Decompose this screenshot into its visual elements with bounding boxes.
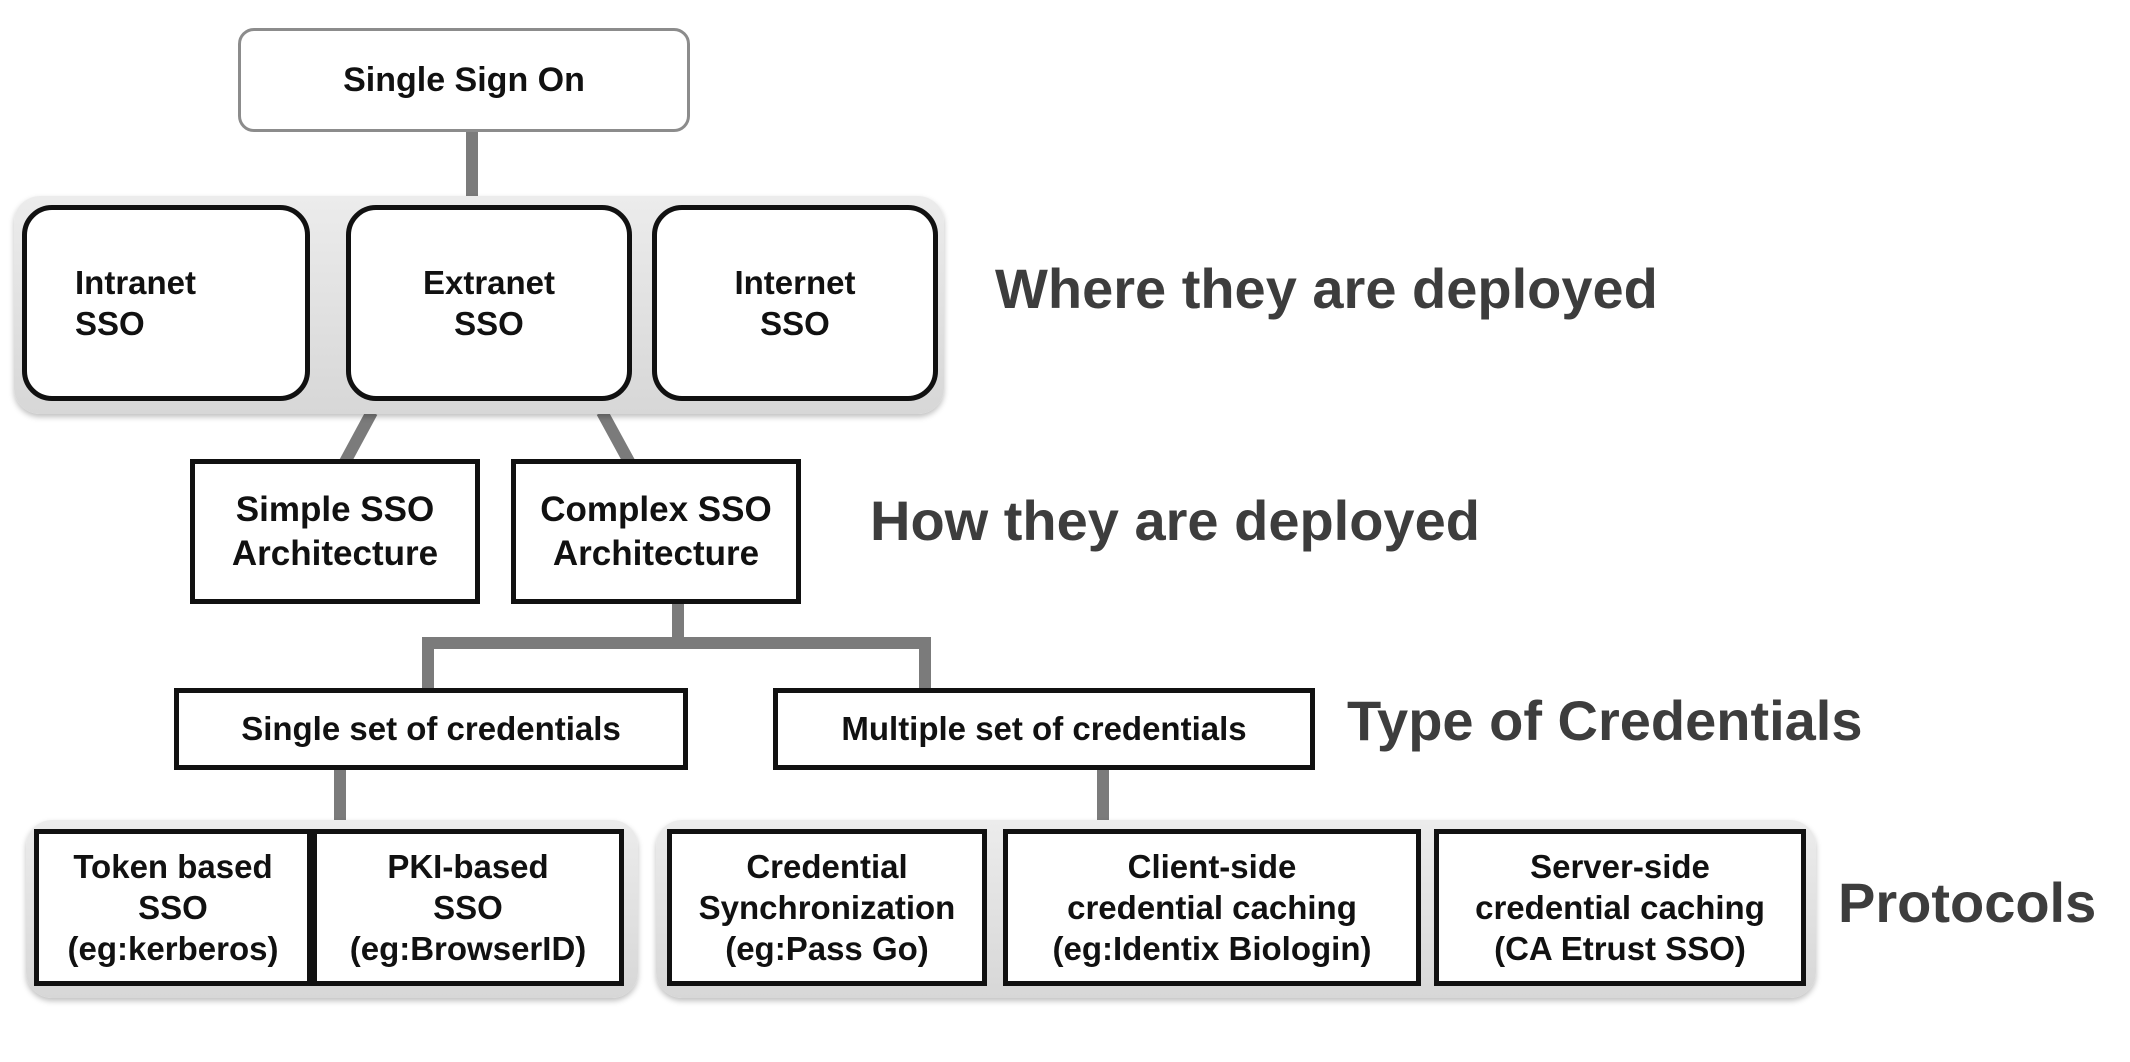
deployment-caption: Where they are deployed bbox=[995, 257, 1658, 320]
intranet-sso-node: Intranet SSO bbox=[22, 205, 310, 401]
architecture-caption: How they are deployed bbox=[870, 489, 1480, 552]
multiple-credentials-node: Multiple set of credentials bbox=[773, 688, 1315, 770]
root-node: Single Sign On bbox=[238, 28, 690, 132]
token-based-sso-node: Token based SSO (eg:kerberos) bbox=[34, 829, 312, 986]
multiple-credentials-label: Multiple set of credentials bbox=[841, 710, 1247, 748]
credential-synchronization-node: Credential Synchronization (eg:Pass Go) bbox=[667, 829, 987, 986]
pki-based-sso-node: PKI-based SSO (eg:BrowserID) bbox=[312, 829, 624, 986]
server-side-caching-label: Server-side credential caching (CA Etrus… bbox=[1475, 847, 1765, 968]
internet-sso-node: Internet SSO bbox=[652, 205, 938, 401]
intranet-sso-label: Intranet SSO bbox=[75, 263, 197, 342]
server-side-caching-node: Server-side credential caching (CA Etrus… bbox=[1434, 829, 1806, 986]
connector-credentials-branch bbox=[422, 637, 931, 690]
internet-sso-label: Internet SSO bbox=[734, 263, 856, 342]
client-side-caching-node: Client-side credential caching (eg:Ident… bbox=[1003, 829, 1421, 986]
connector-extranet-to-complex bbox=[596, 409, 638, 470]
complex-sso-architecture-label: Complex SSO Architecture bbox=[540, 489, 772, 573]
credentials-caption: Type of Credentials bbox=[1347, 689, 1863, 752]
credential-synchronization-label: Credential Synchronization (eg:Pass Go) bbox=[698, 847, 956, 968]
simple-sso-architecture-node: Simple SSO Architecture bbox=[190, 459, 480, 604]
client-side-caching-label: Client-side credential caching (eg:Ident… bbox=[1052, 847, 1372, 968]
protocols-caption: Protocols bbox=[1838, 871, 2097, 934]
extranet-sso-label: Extranet SSO bbox=[422, 263, 556, 342]
single-credentials-node: Single set of credentials bbox=[174, 688, 688, 770]
root-label: Single Sign On bbox=[343, 60, 585, 99]
connector-extranet-to-simple bbox=[339, 409, 378, 465]
simple-sso-architecture-label: Simple SSO Architecture bbox=[231, 489, 439, 573]
token-based-sso-label: Token based SSO (eg:kerberos) bbox=[67, 847, 279, 968]
complex-sso-architecture-node: Complex SSO Architecture bbox=[511, 459, 801, 604]
extranet-sso-node: Extranet SSO bbox=[346, 205, 632, 401]
single-credentials-label: Single set of credentials bbox=[241, 710, 621, 748]
pki-based-sso-label: PKI-based SSO (eg:BrowserID) bbox=[349, 847, 587, 968]
